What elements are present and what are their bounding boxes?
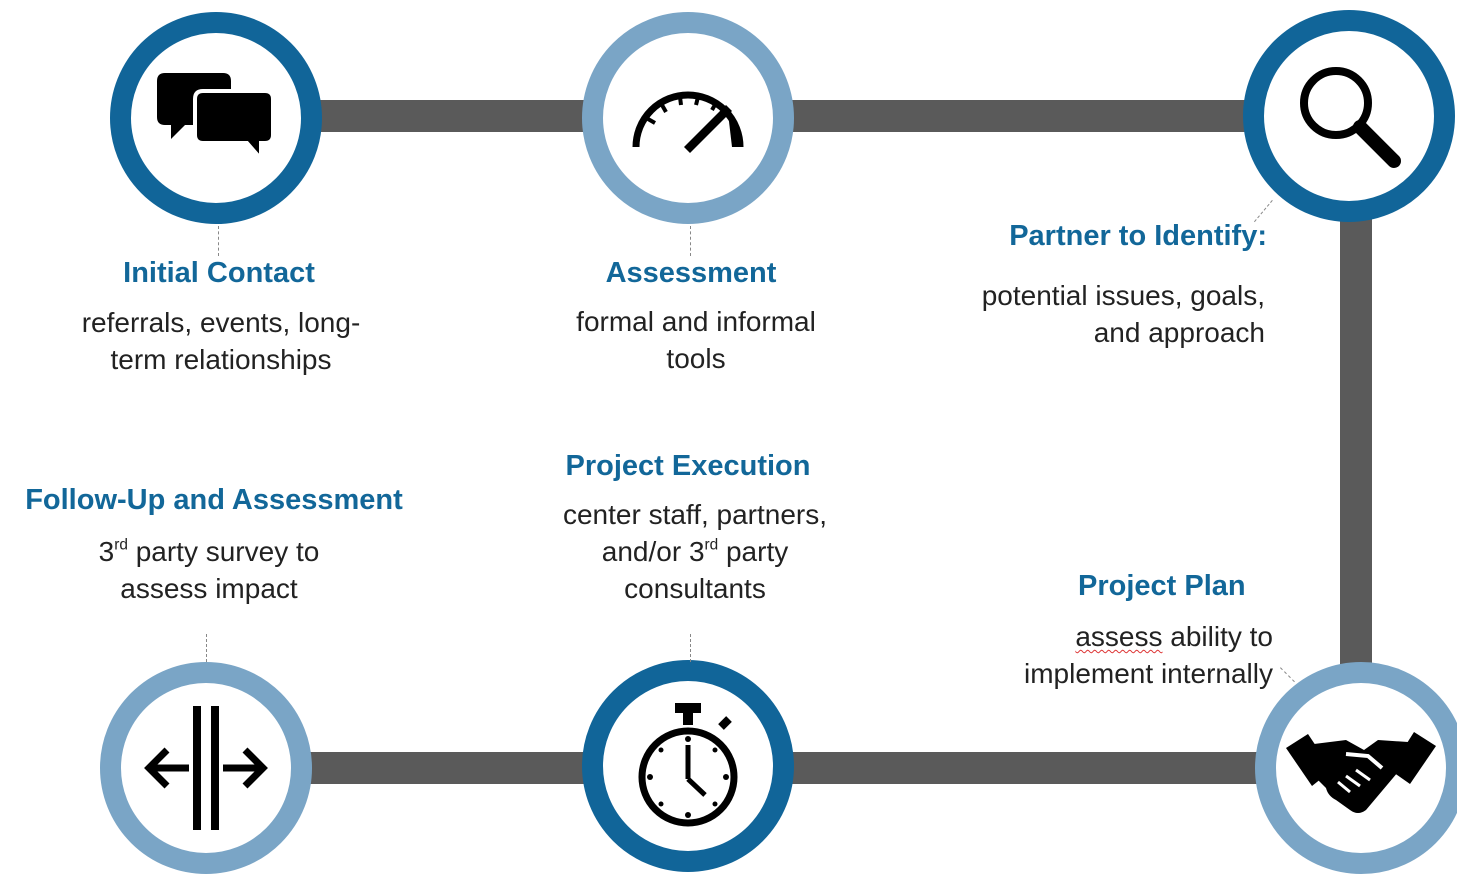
project-plan-leader [1280, 667, 1295, 683]
follow-up-desc-line-2: assess impact [120, 573, 298, 604]
project-plan-desc-line-1-rest: ability to [1162, 621, 1273, 652]
initial-contact-desc-line-1: referrals, events, long- [81, 307, 361, 338]
follow-up-leader [206, 634, 207, 662]
project-execution-desc-line-3: consultants [624, 573, 766, 604]
connector-right [1340, 115, 1372, 770]
assessment-title: Assessment [605, 257, 777, 289]
project-plan-desc: assess ability to implement internally [1024, 618, 1273, 692]
project-plan-desc-line-2: implement internally [1024, 658, 1273, 689]
partner-identify-title: Partner to Identify: [1009, 220, 1267, 252]
partner-identify-desc-line-2: and approach [1093, 317, 1265, 348]
project-execution-desc-line-2-sup: rd [704, 536, 719, 554]
project-execution-leader [690, 634, 691, 662]
speedometer-icon [632, 91, 744, 153]
assessment-leader [690, 226, 691, 256]
magnifier-icon [1300, 67, 1401, 168]
initial-contact-node [110, 12, 322, 224]
partner-identify-desc: potential issues, goals, and approach [982, 277, 1265, 351]
follow-up-desc-line-1: 3rd party survey to [99, 533, 320, 570]
project-execution-desc-line-2: and/or 3rd party [563, 533, 827, 570]
assessment-desc-line-1: formal and informal [576, 306, 816, 337]
assessment-node [582, 12, 794, 224]
partner-identify-desc-line-1: potential issues, goals, [981, 280, 1265, 311]
follow-up-desc: 3rd party survey to assess impact [99, 533, 320, 607]
initial-contact-title: Initial Contact [123, 257, 315, 289]
assessment-desc: formal and informal tools [576, 303, 816, 377]
spellcheck-word: assess [1075, 621, 1163, 652]
project-execution-desc-line-2-a: and/or 3 [601, 536, 705, 567]
project-execution-desc: center staff, partners, and/or 3rd party… [563, 496, 827, 607]
follow-up-title: Follow-Up and Assessment [25, 484, 403, 516]
follow-up-desc-line-1-a: 3 [98, 536, 115, 567]
follow-up-node [100, 662, 312, 874]
follow-up-desc-line-1-b: party survey to [127, 536, 320, 567]
project-execution-desc-line-2-b: party [718, 536, 789, 567]
project-plan-desc-line-1: assess ability to [1024, 618, 1273, 655]
handshake-icon [1286, 732, 1436, 813]
project-execution-desc-line-1: center staff, partners, [562, 499, 828, 530]
initial-contact-desc: referrals, events, long- term relationsh… [82, 304, 361, 378]
project-execution-node [582, 660, 794, 872]
partner-identify-node [1243, 10, 1455, 222]
project-execution-title: Project Execution [565, 450, 811, 482]
follow-up-desc-line-1-sup: rd [114, 536, 128, 554]
initial-contact-desc-line-2: term relationships [110, 344, 332, 375]
chat-bubbles-icon [157, 73, 275, 163]
project-plan-node [1255, 662, 1457, 874]
initial-contact-leader [218, 226, 219, 256]
assessment-desc-line-2: tools [666, 343, 726, 374]
project-plan-title: Project Plan [1078, 570, 1246, 602]
stopwatch-icon [638, 703, 738, 827]
split-arrows-icon [144, 706, 268, 830]
